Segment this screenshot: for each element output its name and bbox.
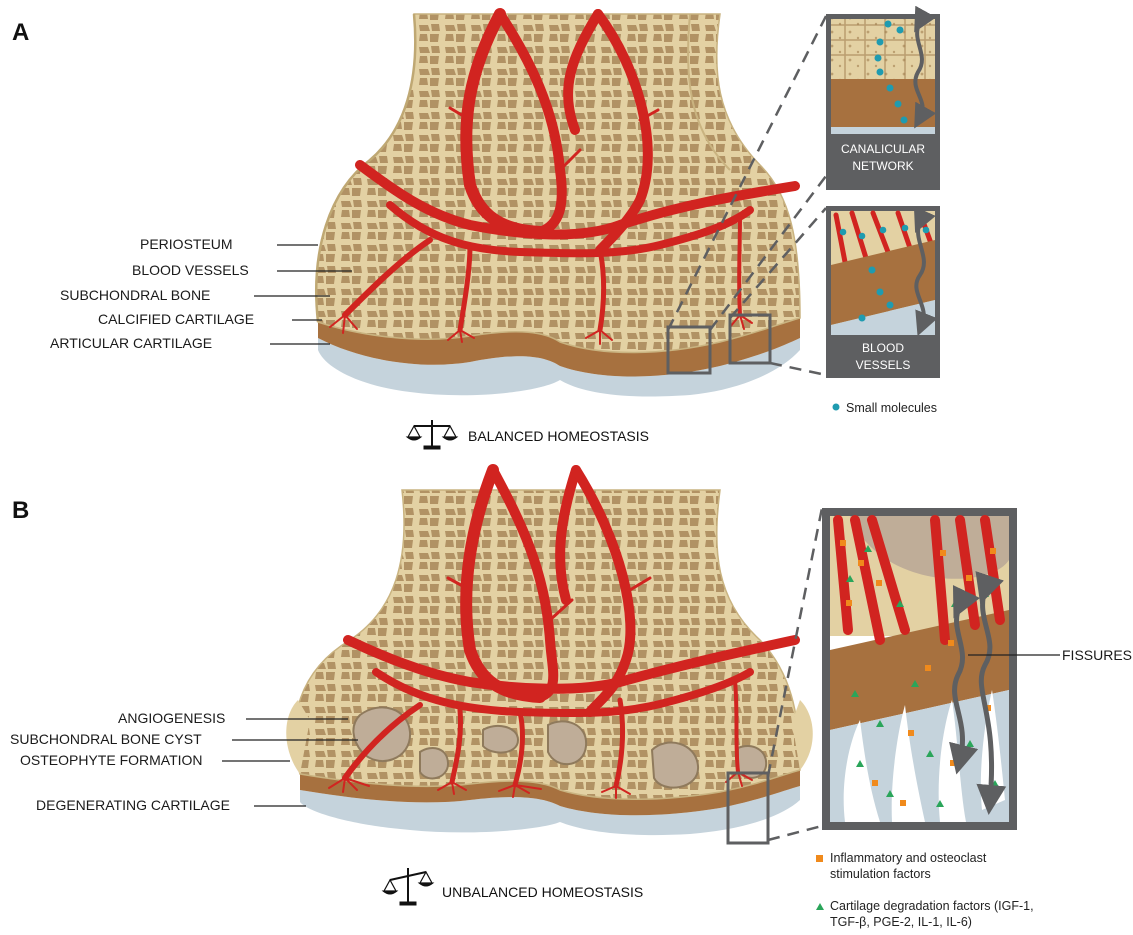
label-angiogenesis: ANGIOGENESIS <box>118 710 225 726</box>
inflammatory-legend-square <box>816 855 823 862</box>
unbalanced-scale-icon <box>383 868 433 905</box>
inset-fissures <box>822 508 1017 830</box>
label-degenerating-cartilage: DEGENERATING CARTILAGE <box>36 797 230 813</box>
bone-b <box>286 470 822 843</box>
bone-a <box>316 14 826 397</box>
label-fissures: FISSURES <box>1062 647 1132 663</box>
panel-a: A <box>12 14 940 449</box>
inset2-label-line2: VESSELS <box>856 358 911 372</box>
legend-inflammatory-line2: stimulation factors <box>830 867 931 881</box>
label-blood-vessels: BLOOD VESSELS <box>132 262 249 278</box>
panel-b-letter: B <box>12 497 29 524</box>
caption-balanced-homeostasis: BALANCED HOMEOSTASIS <box>468 428 649 444</box>
degradation-legend-triangle <box>816 903 824 910</box>
inset1-label-line2: NETWORK <box>852 159 913 173</box>
balance-scale-icon <box>407 420 457 449</box>
panel-a-letter: A <box>12 19 29 46</box>
caption-unbalanced-homeostasis: UNBALANCED HOMEOSTASIS <box>442 884 643 900</box>
inset-blood-vessels: BLOOD VESSELS <box>826 206 940 378</box>
legend-degradation-line2: TGF-β, PGE-2, IL-1, IL-6) <box>830 915 972 929</box>
panel-b: B <box>10 470 1132 929</box>
label-subchondral-bone: SUBCHONDRAL BONE <box>60 287 210 303</box>
label-subchondral-bone-cyst: SUBCHONDRAL BONE CYST <box>10 731 202 747</box>
legend-small-molecules: Small molecules <box>846 401 937 415</box>
small-molecule-legend-dot <box>833 404 840 411</box>
label-articular-cartilage: ARTICULAR CARTILAGE <box>50 335 212 351</box>
inset1-label-line1: CANALICULAR <box>841 142 925 156</box>
legend-degradation-line1: Cartilage degradation factors (IGF-1, <box>830 899 1034 913</box>
label-periosteum: PERIOSTEUM <box>140 236 233 252</box>
label-calcified-cartilage: CALCIFIED CARTILAGE <box>98 311 254 327</box>
inset-canalicular-network: CANALICULAR NETWORK <box>826 14 940 190</box>
labels-a: PERIOSTEUM BLOOD VESSELS SUBCHONDRAL BON… <box>50 236 352 351</box>
legend-inflammatory-line1: Inflammatory and osteoclast <box>830 851 987 865</box>
label-osteophyte-formation: OSTEOPHYTE FORMATION <box>20 752 203 768</box>
inset2-label-line1: BLOOD <box>862 341 904 355</box>
